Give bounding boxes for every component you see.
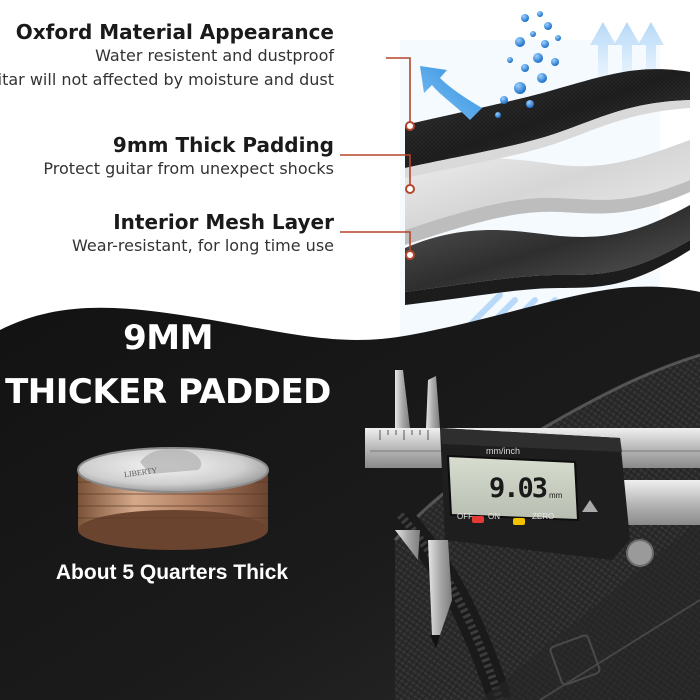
caliper-off-label: OFF <box>457 512 473 521</box>
caliper-zero-label: ZERO <box>532 512 555 521</box>
mesh-layer-label: Interior Mesh Layer Wear-resistant, for … <box>72 210 334 258</box>
caliper-unit: mm <box>549 491 563 500</box>
layer-description: Guitar will not affected by moisture and… <box>0 70 334 89</box>
connector-lines <box>340 57 411 255</box>
oxford-layer-sheet <box>405 69 690 178</box>
airflow-up-arrows-icon <box>590 22 664 100</box>
quarter-coin-stack-image <box>77 447 269 550</box>
connector-dot <box>405 121 415 131</box>
caliper-readout: 9.03 <box>489 473 548 504</box>
caliper-unit-toggle-label: mm/inch <box>486 446 521 456</box>
headline-line-2: THICKER PADDED <box>5 372 331 412</box>
layer-title: Interior Mesh Layer <box>113 210 334 234</box>
headline-line-1: 9MM <box>123 318 213 358</box>
digital-caliper-image <box>365 370 700 648</box>
oxford-layer-label: Oxford Material Appearance Water resiste… <box>0 20 334 92</box>
water-deflect-arrow-icon <box>420 66 482 120</box>
layer-description: Protect guitar from unexpect shocks <box>43 159 334 178</box>
mesh-layer-sheet <box>405 205 690 305</box>
layer-title: Oxford Material Appearance <box>15 20 334 44</box>
quarters-caption: About 5 Quarters Thick <box>55 561 289 584</box>
water-droplets-icon <box>495 11 561 118</box>
connector-dot <box>405 184 415 194</box>
layer-title: 9mm Thick Padding <box>112 133 334 157</box>
padding-layer-label: 9mm Thick Padding Protect guitar from un… <box>43 133 334 181</box>
connector-dot <box>405 250 415 260</box>
caliper-on-label: ON <box>488 512 500 521</box>
layer-description: Wear-resistant, for long time use <box>72 236 334 255</box>
layer-description: Water resistent and dustproof <box>95 46 334 65</box>
